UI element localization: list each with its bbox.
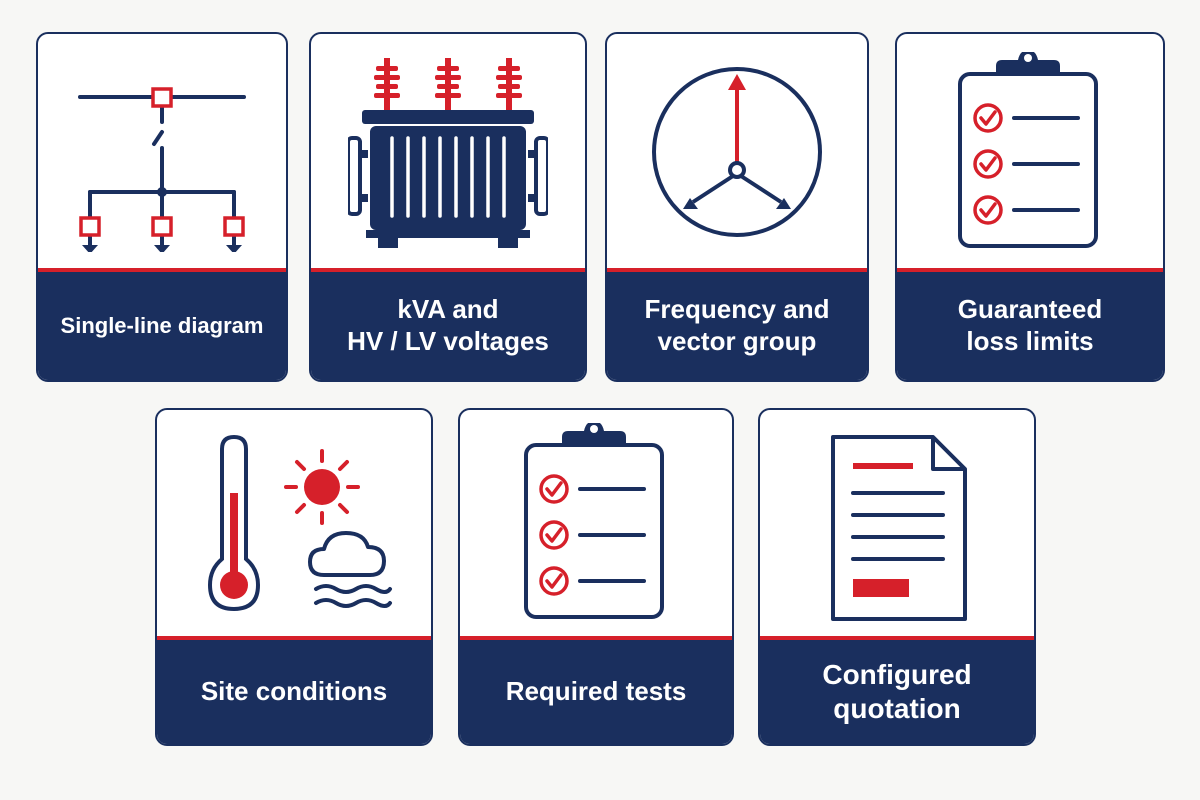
checklist-clipboard-icon <box>524 423 664 619</box>
card-frequency-vector-group: Frequency and vector group <box>605 32 869 382</box>
card-label: Site conditions <box>200 676 388 707</box>
checklist-clipboard-icon <box>958 52 1098 248</box>
vector-group-icon <box>652 67 822 237</box>
card-label: Guaranteed loss limits <box>957 294 1103 356</box>
weather-conditions-icon <box>207 434 392 612</box>
card-kva-voltages: kVA and HV / LV voltages <box>309 32 587 382</box>
card-configured-quotation: Configured quotation <box>758 408 1036 746</box>
card-required-tests: Required tests <box>458 408 734 746</box>
card-site-conditions: Site conditions <box>155 408 433 746</box>
single-line-diagram-icon <box>78 87 246 252</box>
card-label: Single-line diagram <box>60 312 264 338</box>
card-label: Required tests <box>505 676 687 707</box>
document-icon <box>831 435 967 621</box>
card-label: kVA and HV / LV voltages <box>347 294 549 356</box>
transformer-icon <box>348 58 548 248</box>
card-guaranteed-loss-limits: Guaranteed loss limits <box>895 32 1165 382</box>
card-label: Frequency and vector group <box>644 294 830 356</box>
card-label: Configured quotation <box>822 658 972 724</box>
card-single-line-diagram: Single-line diagram <box>36 32 288 382</box>
